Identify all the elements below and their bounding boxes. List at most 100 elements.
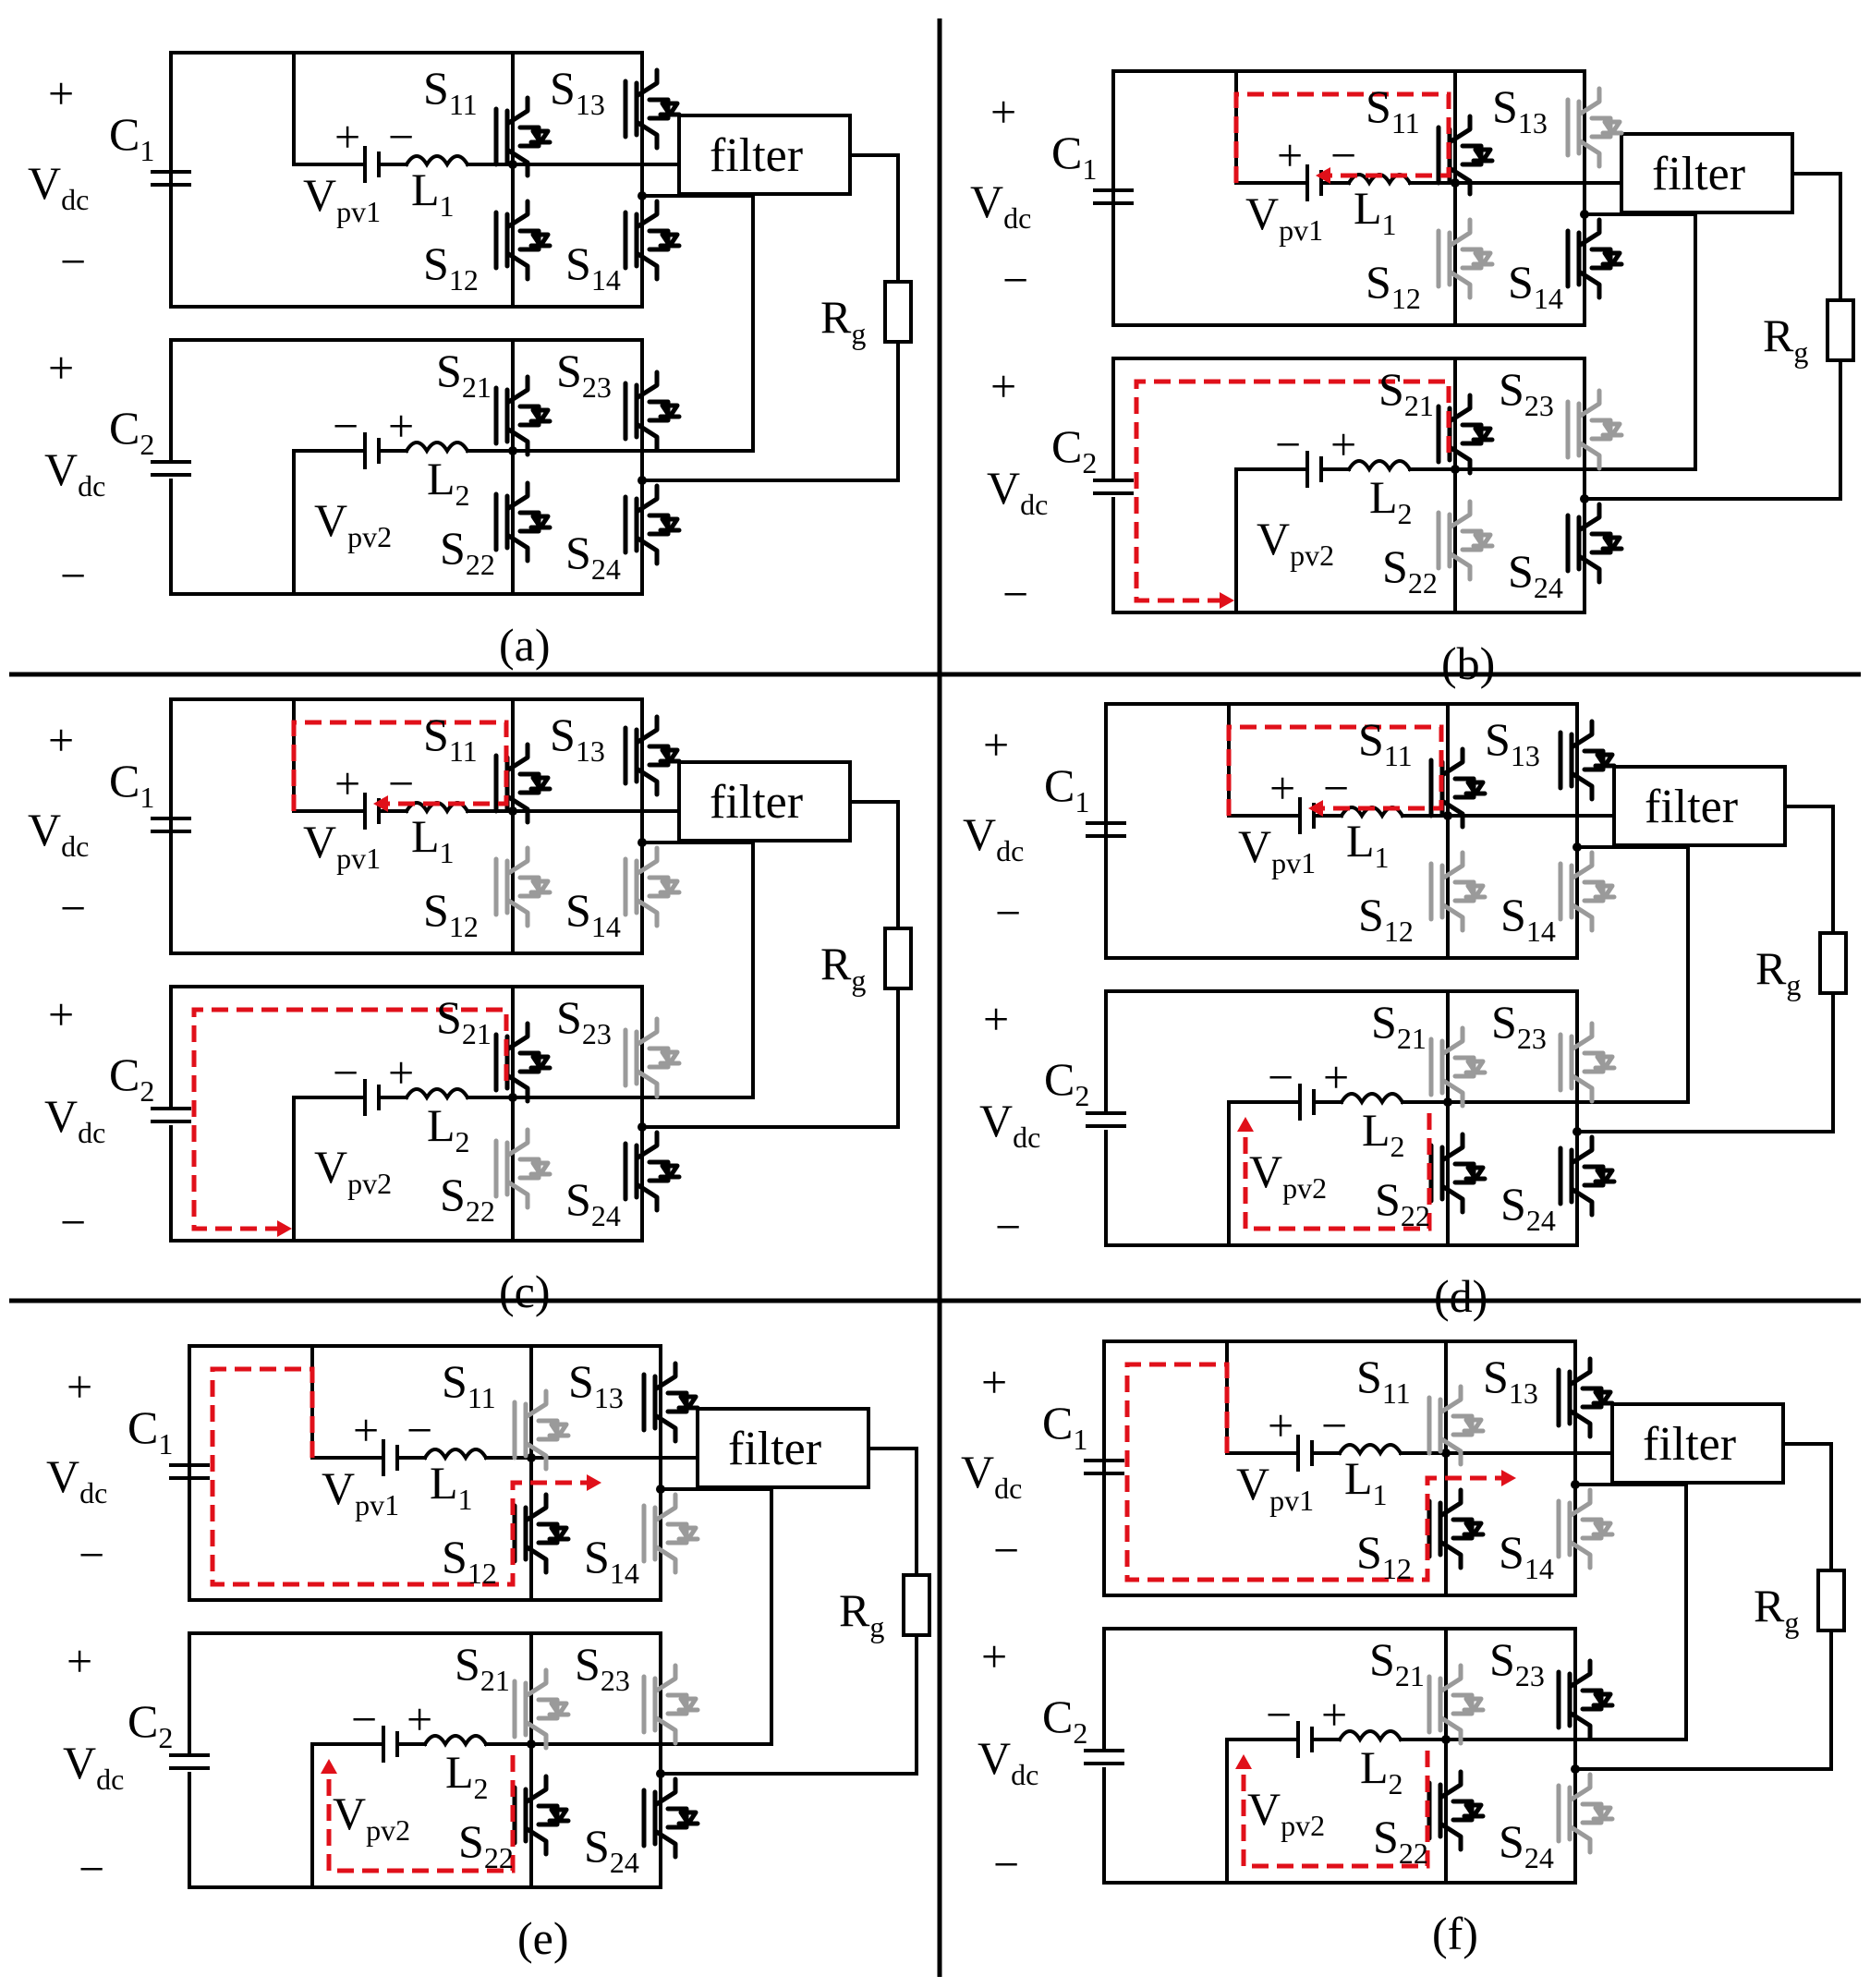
label-c2: C2: [1042, 1691, 1087, 1750]
label-s23: S23: [1491, 996, 1547, 1055]
panel-caption: (a): [499, 619, 551, 671]
vpv1-minus: −: [1323, 762, 1349, 814]
switch-s22: [1429, 1772, 1483, 1849]
switch-s22: [1439, 502, 1492, 579]
label-l2: L2: [1369, 471, 1413, 530]
label-vpv1: Vpv1: [322, 1462, 399, 1521]
current-path-lower-outer: [191, 1007, 509, 1231]
panel-caption: (b): [1441, 637, 1495, 689]
label-s14: S14: [1508, 256, 1563, 315]
label-s23: S23: [575, 1638, 630, 1697]
lower-plus: +: [983, 993, 1009, 1045]
label-rg: Rg: [1754, 1580, 1799, 1639]
vpv2-minus: −: [1275, 418, 1301, 470]
switch-s12: [515, 1495, 568, 1572]
label-c1: C1: [1044, 759, 1089, 818]
label-l1: L1: [1354, 182, 1397, 241]
switch-s14: [644, 1495, 698, 1572]
lower-vdc: Vdc: [987, 462, 1048, 521]
upper-plus: +: [48, 714, 74, 766]
label-c2: C2: [109, 402, 154, 461]
label-c1: C1: [1042, 1397, 1087, 1456]
current-path-top-loop: [291, 720, 509, 811]
filter-label: filter: [728, 1423, 821, 1475]
label-s13: S13: [1492, 80, 1548, 139]
label-s11: S11: [442, 1355, 496, 1414]
label-vpv1: Vpv1: [1245, 188, 1323, 247]
label-vpv1: Vpv1: [303, 816, 381, 875]
lower-minus: −: [79, 1843, 104, 1895]
label-s22: S22: [440, 522, 495, 581]
label-s22: S22: [440, 1169, 495, 1228]
switch-s14: [1568, 220, 1621, 297]
label-rg: Rg: [1755, 942, 1801, 1001]
current-path-lower-inner: [1243, 1113, 1432, 1231]
label-vpv2: Vpv2: [314, 494, 392, 553]
label-vpv2: Vpv2: [333, 1788, 410, 1847]
label-l2: L2: [427, 1099, 470, 1158]
switch-s12: [1439, 220, 1492, 297]
label-s13: S13: [550, 709, 605, 768]
panel-caption: (e): [517, 1912, 569, 1964]
switch-s21: [496, 377, 550, 455]
lower-vdc: Vdc: [63, 1737, 124, 1796]
label-l1: L1: [411, 164, 455, 223]
label-l2: L2: [1362, 1104, 1405, 1163]
label-s11: S11: [423, 62, 478, 121]
label-s23: S23: [1489, 1633, 1545, 1692]
lower-plus: +: [48, 988, 74, 1040]
label-s13: S13: [1483, 1351, 1538, 1410]
switch-s23: [1559, 1661, 1612, 1739]
vpv1-plus: +: [334, 111, 360, 163]
label-rg: Rg: [839, 1584, 884, 1643]
label-vpv1: Vpv1: [1236, 1458, 1314, 1517]
lower-vdc: Vdc: [978, 1732, 1038, 1791]
label-l1: L1: [411, 810, 455, 869]
upper-vdc: Vdc: [963, 808, 1024, 867]
label-s14: S14: [1500, 889, 1556, 948]
vpv1-plus: +: [353, 1404, 379, 1456]
current-path-lower-outer: [1134, 379, 1451, 603]
label-s21: S21: [455, 1638, 510, 1697]
vpv2-plus: +: [1321, 1689, 1347, 1740]
switch-s12: [496, 201, 550, 279]
switch-s23: [625, 372, 679, 450]
label-s24: S24: [565, 527, 621, 586]
label-s21: S21: [1378, 363, 1434, 422]
vpv2-minus: −: [333, 1047, 358, 1098]
vpv1-minus: −: [388, 111, 414, 163]
upper-vdc: Vdc: [28, 157, 89, 216]
label-vpv2: Vpv2: [314, 1141, 392, 1200]
label-vpv2: Vpv2: [1257, 513, 1334, 572]
label-s14: S14: [584, 1531, 639, 1590]
label-rg: Rg: [820, 291, 866, 350]
lower-minus: −: [995, 1201, 1021, 1253]
panel-caption: (c): [499, 1266, 551, 1317]
label-s21: S21: [436, 345, 492, 404]
filter-label: filter: [710, 129, 803, 182]
switch-s23: [644, 1666, 698, 1743]
vpv2-minus: −: [1266, 1689, 1292, 1740]
upper-plus: +: [983, 719, 1009, 770]
vpv2-minus: −: [1268, 1051, 1293, 1103]
label-s24: S24: [1499, 1815, 1554, 1874]
switch-s23: [1568, 391, 1621, 468]
label-s24: S24: [584, 1820, 639, 1879]
switch-s13: [1560, 721, 1614, 799]
label-s24: S24: [565, 1173, 621, 1232]
label-c1: C1: [128, 1401, 173, 1461]
label-s12: S12: [423, 884, 479, 943]
label-s21: S21: [1371, 996, 1427, 1055]
label-s24: S24: [1500, 1178, 1556, 1237]
panel-caption: (f): [1432, 1908, 1478, 1959]
label-c1: C1: [1051, 127, 1097, 186]
label-s14: S14: [1499, 1526, 1554, 1585]
upper-minus: −: [995, 887, 1021, 939]
upper-plus: +: [981, 1356, 1007, 1408]
switch-s22: [496, 483, 550, 561]
